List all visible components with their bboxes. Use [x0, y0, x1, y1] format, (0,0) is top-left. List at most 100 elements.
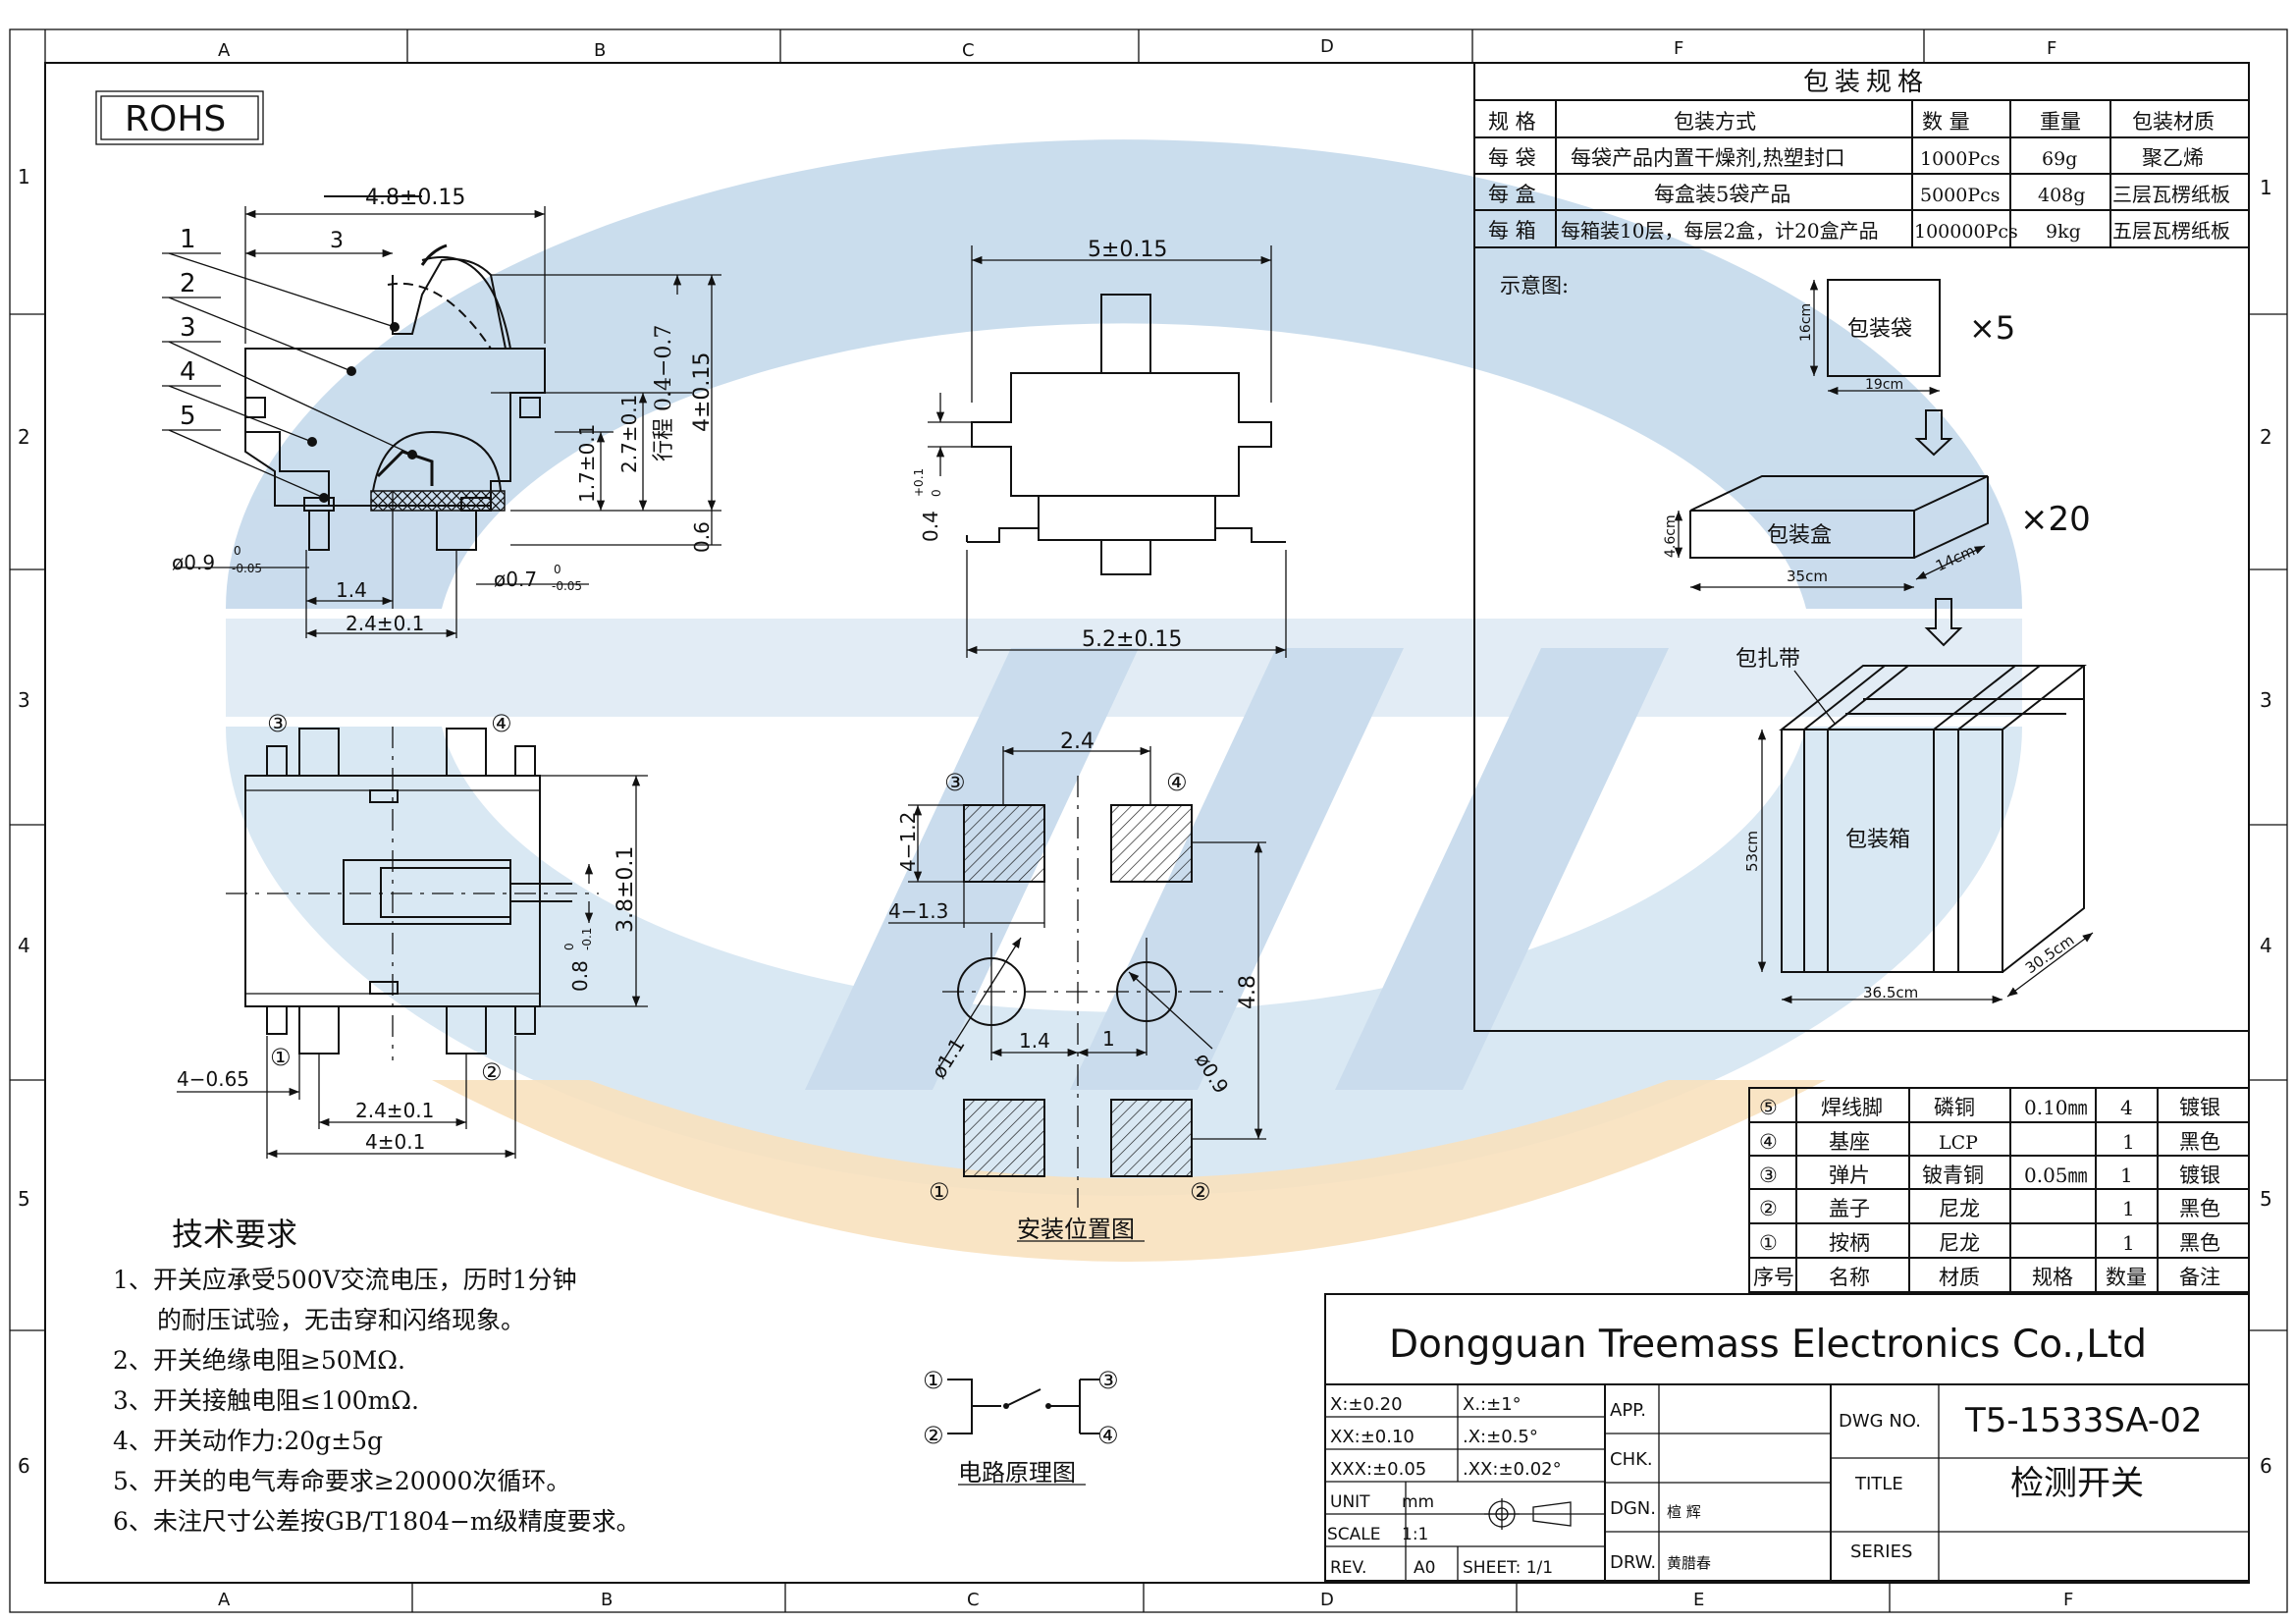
svg-text:1: 1	[2122, 1197, 2135, 1220]
svg-text:0: 0	[234, 544, 241, 558]
svg-text:黑色: 黑色	[2179, 1197, 2220, 1220]
svg-text:磷铜: 磷铜	[1934, 1096, 1975, 1119]
svg-text:重量: 重量	[2040, 110, 2081, 134]
svg-text:REV.: REV.	[1330, 1558, 1366, 1578]
svg-text:名称: 名称	[1829, 1266, 1870, 1289]
row-label: 3	[2260, 688, 2272, 712]
svg-text:三层瓦楞纸板: 三层瓦楞纸板	[2112, 183, 2230, 206]
dim-p24: 2.4±0.1	[346, 612, 424, 635]
row-label: 4	[18, 934, 30, 957]
svg-text:30.5cm: 30.5cm	[2022, 931, 2077, 977]
svg-text:包装方式: 包装方式	[1674, 110, 1756, 134]
svg-text:弹片: 弹片	[1829, 1163, 1870, 1187]
callout-3: 3	[180, 313, 196, 343]
svg-text:每袋产品内置干燥剂,热塑封口: 每袋产品内置干燥剂,热塑封口	[1571, 146, 1845, 170]
circuit-title: 电路原理图	[958, 1459, 1076, 1487]
svg-text:X.:±1°: X.:±1°	[1463, 1394, 1522, 1415]
svg-text:0.10㎜: 0.10㎜	[2024, 1096, 2088, 1119]
pad-layout: 2.4 4−1.2 4−1.3 4.8 ø1.1 ø0.9 1.4 1 ③ ④ …	[888, 730, 1266, 1243]
drawing-number: T5-1533SA-02	[1964, 1401, 2202, 1440]
box-label: 包装盒	[1767, 523, 1832, 548]
svg-text:-0.1: -0.1	[580, 928, 594, 950]
svg-text:包装材质: 包装材质	[2132, 110, 2215, 134]
projection-symbol-icon	[1484, 1498, 1572, 1530]
circuit-pin-4: ④	[1097, 1422, 1119, 1449]
pad-dim-p14: 1.4	[1019, 1029, 1050, 1053]
callout-5: 5	[180, 402, 196, 431]
svg-text:五层瓦楞纸板: 五层瓦楞纸板	[2112, 219, 2230, 243]
svg-text:尼龙: 尼龙	[1939, 1231, 1980, 1255]
row-label: 2	[2260, 425, 2272, 449]
pad-pin-3: ③	[944, 769, 966, 796]
dim-stroke: 行程 0.4−0.7	[652, 325, 676, 461]
drawing-title: 检测开关	[2010, 1464, 2144, 1503]
col-label: F	[2047, 38, 2056, 59]
dim-d09: ø0.9	[172, 551, 215, 574]
bottom-view: ③ ④ ① ② 3.8±0.1 0.8 0 -0.1 4−0.65 2.4±0.…	[177, 710, 648, 1159]
col-label: F	[1674, 38, 1683, 59]
pad-dim-top: 2.4	[1060, 730, 1095, 754]
circuit-diagram: ① ② ③ ④ 电路原理图	[923, 1367, 1119, 1487]
bag-label: 包装袋	[1847, 317, 1912, 342]
bag-qty: ×5	[1969, 309, 2015, 347]
side-view: 1 2 3 4 5 4.8±0.15 3 4±0.15 0.6 行程 0.4−0…	[162, 186, 721, 638]
row-label: 1	[2260, 176, 2272, 199]
svg-text:.XX:±0.02°: .XX:±0.02°	[1463, 1459, 1562, 1480]
svg-text:5000Pcs: 5000Pcs	[1920, 185, 2001, 206]
dim-left: 0.4	[919, 511, 942, 542]
packaging-spec: 包装规格 规 格 包装方式 数 量 重量 包装材质 每 袋 每袋产品内置干燥剂,…	[1473, 62, 2250, 1032]
svg-text:数 量: 数 量	[1922, 110, 1970, 134]
svg-text:ROHS: ROHS	[125, 99, 226, 139]
col-label: C	[962, 40, 975, 61]
dim-p14: 1.4	[336, 578, 367, 602]
row-label: 4	[2260, 934, 2272, 957]
pin-1: ①	[270, 1044, 292, 1071]
svg-text:⑤: ⑤	[1759, 1096, 1778, 1119]
pad-pin-2: ②	[1190, 1178, 1211, 1206]
pin-2: ②	[481, 1058, 503, 1086]
svg-text:DGN.: DGN.	[1610, 1498, 1656, 1519]
pad-dim-h48: 4.8	[1236, 975, 1260, 1009]
col-label: B	[594, 40, 606, 61]
svg-text:每 箱: 每 箱	[1488, 219, 1536, 243]
svg-text:楦 辉: 楦 辉	[1667, 1503, 1701, 1521]
dim-w24: 2.4±0.1	[355, 1099, 434, 1122]
front-view: 5±0.15 5.2±0.15 0.4 +0.1 0	[912, 238, 1287, 658]
svg-text:UNIT: UNIT	[1330, 1492, 1370, 1512]
svg-text:①: ①	[1759, 1231, 1778, 1255]
svg-text:SCALE: SCALE	[1327, 1525, 1381, 1544]
diagram-label: 示意图:	[1500, 274, 1569, 298]
svg-text:+0.1: +0.1	[912, 468, 926, 497]
dim-bottom: 5.2±0.15	[1082, 627, 1182, 652]
row-label: 2	[18, 425, 30, 449]
col-label: A	[218, 40, 231, 61]
svg-text:0.05㎜: 0.05㎜	[2024, 1163, 2088, 1187]
svg-text:0: 0	[930, 489, 943, 497]
svg-text:黄腊春: 黄腊春	[1667, 1554, 1711, 1572]
pad-dim-w13: 4−1.3	[888, 899, 948, 923]
svg-text:0: 0	[562, 943, 576, 950]
svg-text:3、开关接触电阻≤100mΩ.: 3、开关接触电阻≤100mΩ.	[113, 1386, 419, 1415]
svg-text:CHK.: CHK.	[1610, 1449, 1653, 1470]
svg-text:1: 1	[2122, 1130, 2135, 1154]
svg-text:黑色: 黑色	[2179, 1130, 2220, 1154]
svg-text:1000Pcs: 1000Pcs	[1920, 148, 2001, 170]
svg-text:1: 1	[2120, 1163, 2133, 1187]
dim-h4: 4±0.15	[690, 352, 715, 432]
svg-text:APP.: APP.	[1610, 1400, 1646, 1421]
svg-text:4: 4	[2120, 1096, 2133, 1119]
dim-h27: 2.7±0.1	[617, 395, 641, 473]
svg-text:规格: 规格	[2032, 1266, 2073, 1289]
col-label: D	[1320, 1590, 1334, 1610]
svg-text:基座: 基座	[1829, 1130, 1870, 1154]
svg-text:尼龙: 尼龙	[1939, 1197, 1980, 1220]
row-label: 6	[18, 1454, 30, 1478]
strap-label: 包扎带	[1735, 647, 1800, 672]
svg-text:-0.05: -0.05	[232, 562, 262, 575]
svg-text:6、未注尺寸公差按GB/T1804−m级精度要求。: 6、未注尺寸公差按GB/T1804−m级精度要求。	[113, 1507, 641, 1536]
dim-h38: 3.8±0.1	[614, 846, 638, 933]
svg-text:聚乙烯: 聚乙烯	[2142, 146, 2204, 170]
rohs-badge: ROHS	[95, 90, 264, 145]
svg-text:LCP: LCP	[1939, 1132, 1978, 1154]
svg-text:材质: 材质	[1939, 1266, 1980, 1289]
